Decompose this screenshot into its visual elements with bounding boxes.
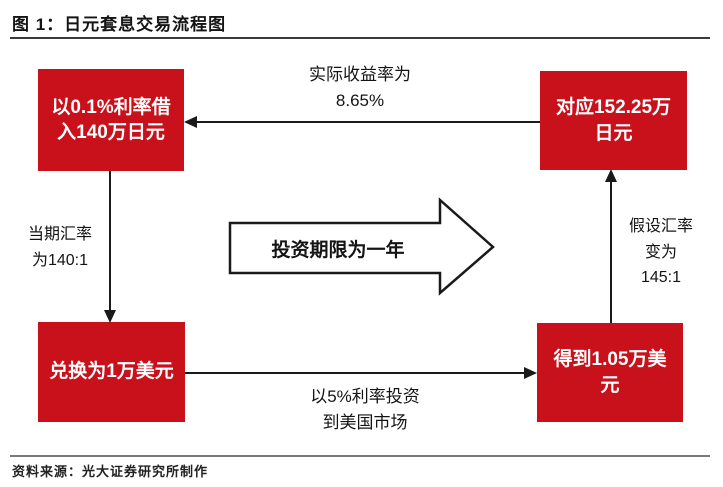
flow-box-jpy-result: 对应152.25万 日元 — [540, 71, 687, 170]
connector-bottom — [185, 372, 525, 374]
connector-left — [109, 171, 111, 311]
flow-box-exchange-usd: 兑换为1万美元 — [38, 322, 185, 422]
source-note: 资料来源：光大证券研究所制作 — [12, 464, 209, 479]
label-current-fx-rate: 当期汇率 为140:1 — [27, 226, 92, 269]
source-divider — [10, 455, 710, 457]
figure-title: 图 1：日元套息交易流程图 — [12, 15, 227, 34]
arrowhead-left-icon — [184, 116, 197, 128]
label-actual-yield: 实际收益率为 8.65% — [309, 65, 411, 111]
flow-box-borrow-jpy: 以0.1%利率借 入140万日元 — [38, 69, 184, 171]
arrowhead-right-icon — [524, 367, 537, 379]
label-assumed-fx-rate: 假设汇率 变为 145:1 — [628, 218, 693, 287]
investment-period-arrow-icon — [228, 197, 495, 296]
title-divider — [10, 37, 710, 39]
connector-top — [193, 121, 540, 123]
connector-right — [610, 182, 612, 323]
label-investment-period: 投资期限为一年 — [271, 240, 405, 261]
arrowhead-down-icon — [104, 310, 116, 323]
label-us-investment: 以5%利率投资 到美国市场 — [310, 387, 420, 432]
arrowhead-up-icon — [605, 169, 617, 182]
flow-box-usd-result: 得到1.05万美 元 — [537, 323, 683, 422]
